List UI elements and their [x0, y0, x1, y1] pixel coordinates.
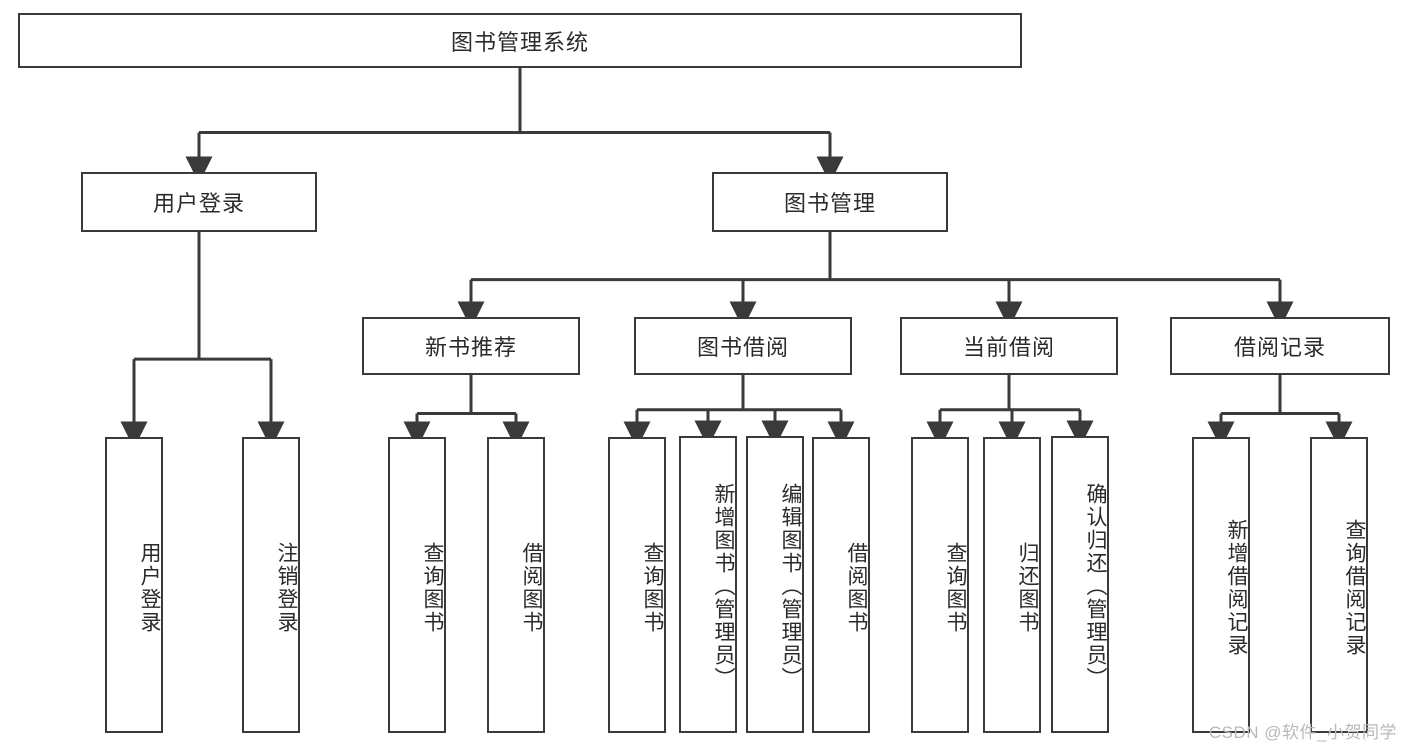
- node-label: 编辑图书（管理员）: [779, 483, 802, 690]
- node-label: 查询图书: [944, 542, 967, 634]
- node-label: 图书管理系统: [450, 29, 589, 55]
- node-leaf-borrow-3[interactable]: 编辑图书（管理员）: [746, 436, 804, 733]
- node-label: 用户登录: [138, 542, 161, 634]
- node-bookmgmt[interactable]: 图书管理: [712, 172, 948, 232]
- node-root[interactable]: 图书管理系统: [18, 13, 1022, 68]
- node-label: 归还图书: [1016, 542, 1039, 634]
- node-leaf-cur-1[interactable]: 查询图书: [911, 437, 969, 733]
- node-label: 查询图书: [641, 542, 664, 634]
- node-newbook[interactable]: 新书推荐: [362, 317, 580, 375]
- node-label: 新增借阅记录: [1225, 519, 1248, 657]
- node-borrow[interactable]: 图书借阅: [634, 317, 852, 375]
- node-label: 查询图书: [421, 542, 444, 634]
- node-leaf-borrow-1[interactable]: 查询图书: [608, 437, 666, 733]
- node-records[interactable]: 借阅记录: [1170, 317, 1390, 375]
- node-leaf-login-2[interactable]: 注销登录: [242, 437, 300, 733]
- node-label: 借阅图书: [845, 542, 868, 634]
- node-leaf-login-1[interactable]: 用户登录: [105, 437, 163, 733]
- node-label: 图书借阅: [696, 335, 789, 360]
- node-label: 借阅图书: [520, 542, 543, 634]
- node-label: 借阅记录: [1233, 335, 1326, 360]
- node-label: 确认归还（管理员）: [1084, 483, 1107, 690]
- node-label: 注销登录: [275, 542, 298, 634]
- node-leaf-cur-3[interactable]: 确认归还（管理员）: [1051, 436, 1109, 733]
- node-leaf-rec-2[interactable]: 查询借阅记录: [1310, 437, 1368, 733]
- node-leaf-new-2[interactable]: 借阅图书: [487, 437, 545, 733]
- node-leaf-borrow-2[interactable]: 新增图书（管理员）: [679, 436, 737, 733]
- node-login[interactable]: 用户登录: [81, 172, 317, 232]
- node-leaf-borrow-4[interactable]: 借阅图书: [812, 437, 870, 733]
- csdn-watermark: CSDN @软件_小贺同学: [1208, 723, 1397, 742]
- node-leaf-cur-2[interactable]: 归还图书: [983, 437, 1041, 733]
- node-label: 新增图书（管理员）: [712, 483, 735, 690]
- node-current[interactable]: 当前借阅: [900, 317, 1118, 375]
- node-label: 新书推荐: [424, 335, 517, 360]
- node-label: 查询借阅记录: [1343, 519, 1366, 657]
- node-leaf-rec-1[interactable]: 新增借阅记录: [1192, 437, 1250, 733]
- node-leaf-new-1[interactable]: 查询图书: [388, 437, 446, 733]
- node-label: 用户登录: [152, 191, 245, 216]
- node-label: 图书管理: [783, 191, 876, 216]
- node-label: 当前借阅: [962, 335, 1055, 360]
